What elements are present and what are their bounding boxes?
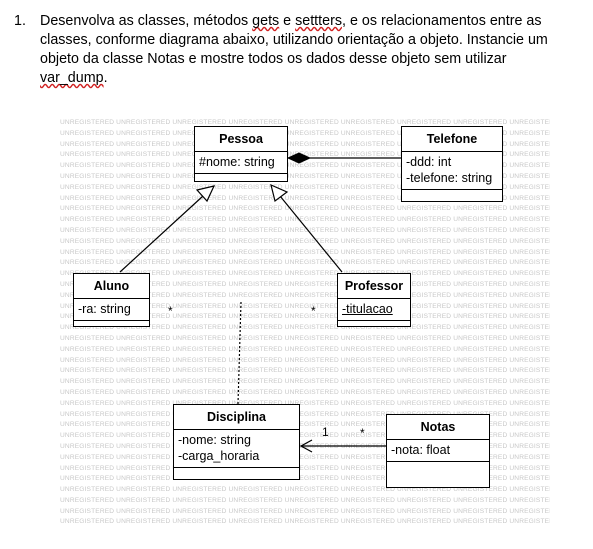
relationships-layer — [119, 152, 401, 453]
watermark-line: UNREGISTERED UNREGISTERED UNREGISTERED U… — [60, 119, 550, 126]
class-professor[interactable]: Professor -titulacao — [337, 273, 411, 327]
watermark-line: UNREGISTERED UNREGISTERED UNREGISTERED U… — [60, 399, 550, 407]
attribute: -titulacao — [342, 302, 393, 316]
watermark-line: UNREGISTERED UNREGISTERED UNREGISTERED U… — [60, 432, 550, 440]
aluno-pessoa-generalization — [119, 195, 204, 273]
watermark-line: UNREGISTERED UNREGISTERED UNREGISTERED U… — [60, 237, 550, 245]
task-text-end: . — [103, 70, 108, 86]
class-pessoa[interactable]: Pessoa #nome: string — [194, 126, 288, 182]
attribute: #nome: string — [199, 155, 275, 169]
watermark-line: UNREGISTERED UNREGISTERED UNREGISTERED U… — [60, 507, 550, 515]
class-aluno-attributes: -ra: string — [74, 299, 149, 321]
watermark-line: UNREGISTERED UNREGISTERED UNREGISTERED U… — [60, 313, 550, 321]
list-number: 1. — [14, 13, 26, 29]
attribute: -carga_horaria — [178, 449, 260, 463]
watermark-line: UNREGISTERED UNREGISTERED UNREGISTERED U… — [60, 226, 550, 234]
watermark-line: UNREGISTERED UNREGISTERED UNREGISTERED U… — [60, 291, 550, 299]
uml-class-diagram: UNREGISTERED UNREGISTERED UNREGISTERED U… — [60, 118, 550, 528]
class-professor-attributes: -titulacao — [338, 299, 410, 321]
class-pessoa-attributes: #nome: string — [195, 152, 287, 174]
watermark-line: UNREGISTERED UNREGISTERED UNREGISTERED U… — [60, 421, 550, 429]
watermark-line: UNREGISTERED UNREGISTERED UNREGISTERED U… — [60, 259, 550, 267]
watermark-line: UNREGISTERED UNREGISTERED UNREGISTERED U… — [60, 378, 550, 386]
task-text-part1: Desenvolva as classes, métodos — [40, 13, 253, 29]
task-statement: 1. Desenvolva as classes, métodos gets e… — [14, 12, 574, 88]
watermark-line: UNREGISTERED UNREGISTERED UNREGISTERED U… — [60, 367, 550, 375]
class-disciplina-name: Disciplina — [174, 405, 299, 430]
watermark-line: UNREGISTERED UNREGISTERED UNREGISTERED U… — [60, 248, 550, 256]
watermark-line: UNREGISTERED UNREGISTERED UNREGISTERED U… — [60, 205, 550, 213]
aluno-disciplina-dependency — [237, 301, 242, 405]
professor-pessoa-generalization — [279, 195, 343, 273]
multiplicity-notas: * — [360, 426, 365, 440]
watermark-line: UNREGISTERED UNREGISTERED UNREGISTERED U… — [60, 388, 550, 396]
composition-diamond — [286, 152, 312, 164]
class-telefone-attributes: -ddd: int -telefone: string — [402, 152, 502, 190]
task-text-part3: , e os relacionamentos entre as classes,… — [40, 13, 548, 67]
watermark-line: UNREGISTERED UNREGISTERED UNREGISTERED U… — [60, 356, 550, 364]
class-disciplina-attributes: -nome: string -carga_horaria — [174, 430, 299, 468]
attribute: -nota: float — [391, 443, 451, 457]
task-text: Desenvolva as classes, métodos gets e se… — [40, 12, 574, 88]
watermark-line: UNREGISTERED UNREGISTERED UNREGISTERED U… — [60, 270, 550, 278]
class-telefone[interactable]: Telefone -ddd: int -telefone: string — [401, 126, 503, 202]
watermark-line: UNREGISTERED UNREGISTERED UNREGISTERED U… — [60, 324, 550, 332]
class-aluno-name: Aluno — [74, 274, 149, 299]
class-telefone-name: Telefone — [402, 127, 502, 152]
task-text-part2: e — [279, 13, 296, 29]
unregistered-watermark: UNREGISTERED UNREGISTERED UNREGISTERED U… — [60, 118, 550, 528]
watermark-line: UNREGISTERED UNREGISTERED UNREGISTERED U… — [60, 194, 550, 202]
attribute: -telefone: string — [406, 171, 493, 185]
watermark-line: UNREGISTERED UNREGISTERED UNREGISTERED U… — [60, 496, 550, 504]
attribute: -ra: string — [78, 302, 131, 316]
multiplicity-disciplina: 1 — [322, 425, 329, 439]
class-professor-name: Professor — [338, 274, 410, 299]
word-vardump: var_dump — [40, 70, 104, 86]
professor-pessoa-arrowhead — [270, 183, 289, 203]
attribute: -nome: string — [178, 433, 251, 447]
multiplicity-aluno: * — [168, 304, 173, 318]
watermark-line: UNREGISTERED UNREGISTERED UNREGISTERED U… — [60, 486, 550, 494]
watermark-line: UNREGISTERED UNREGISTERED UNREGISTERED U… — [60, 140, 550, 148]
watermark-line: UNREGISTERED UNREGISTERED UNREGISTERED U… — [60, 410, 550, 418]
class-notas-name: Notas — [387, 415, 489, 440]
watermark-line: UNREGISTERED UNREGISTERED UNREGISTERED U… — [60, 129, 550, 137]
watermark-line: UNREGISTERED UNREGISTERED UNREGISTERED U… — [60, 302, 550, 310]
class-pessoa-name: Pessoa — [195, 127, 287, 152]
watermark-line: UNREGISTERED UNREGISTERED UNREGISTERED U… — [60, 151, 550, 159]
watermark-line: UNREGISTERED UNREGISTERED UNREGISTERED U… — [60, 162, 550, 170]
watermark-line: UNREGISTERED UNREGISTERED UNREGISTERED U… — [60, 453, 550, 461]
watermark-line: UNREGISTERED UNREGISTERED UNREGISTERED U… — [60, 345, 550, 353]
watermark-line: UNREGISTERED UNREGISTERED UNREGISTERED U… — [60, 280, 550, 288]
attribute: -ddd: int — [406, 155, 452, 169]
aluno-pessoa-arrowhead — [195, 185, 216, 203]
watermark-line: UNREGISTERED UNREGISTERED UNREGISTERED U… — [60, 464, 550, 472]
watermark-line: UNREGISTERED UNREGISTERED UNREGISTERED U… — [60, 172, 550, 180]
class-aluno[interactable]: Aluno -ra: string — [73, 273, 150, 327]
class-notas[interactable]: Notas -nota: float — [386, 414, 490, 488]
association-arrowhead — [299, 439, 313, 453]
word-gets: gets — [252, 13, 280, 29]
watermark-line: UNREGISTERED UNREGISTERED UNREGISTERED U… — [60, 216, 550, 224]
watermark-line: UNREGISTERED UNREGISTERED UNREGISTERED U… — [60, 334, 550, 342]
multiplicity-professor: * — [311, 304, 316, 318]
watermark-line: UNREGISTERED UNREGISTERED UNREGISTERED U… — [60, 475, 550, 483]
word-setters: settters — [295, 13, 342, 29]
watermark-line: UNREGISTERED UNREGISTERED UNREGISTERED U… — [60, 518, 550, 526]
class-disciplina[interactable]: Disciplina -nome: string -carga_horaria — [173, 404, 300, 480]
watermark-line: UNREGISTERED UNREGISTERED UNREGISTERED U… — [60, 183, 550, 191]
class-notas-attributes: -nota: float — [387, 440, 489, 462]
